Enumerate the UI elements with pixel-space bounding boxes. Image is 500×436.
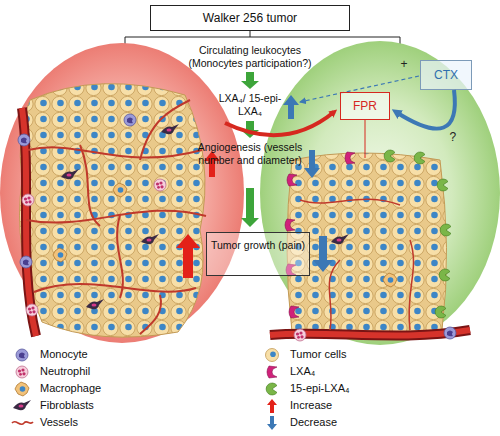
- untreated-tumor-part: [124, 114, 136, 126]
- treated-tumor-part: [294, 329, 306, 341]
- outcome-box: Tumor growth (pain): [206, 232, 310, 276]
- untreated-tumor-part-part: [28, 147, 202, 157]
- untreated-tumor-part-part: [140, 100, 190, 160]
- legend-text: Vessels: [40, 416, 78, 429]
- untreated-tumor-part: [161, 124, 179, 134]
- treated-tumor: [270, 120, 470, 341]
- treated-tumor-part: [285, 219, 295, 231]
- treated-tumor-part: [435, 306, 446, 318]
- legend-text: Increase: [290, 399, 332, 412]
- treated-tumor-part-part: [300, 199, 400, 205]
- untreated-tumor-part: [26, 304, 38, 316]
- increase-region: [0, 43, 244, 343]
- treated-tumor-part: [383, 273, 397, 287]
- treated-tumor-part-part: [409, 240, 414, 330]
- receptor-box: FPR: [340, 92, 390, 120]
- legend-icons-part: [15, 382, 29, 396]
- treated-tumor-part: [300, 199, 414, 330]
- treated-tumor-part: [437, 179, 448, 191]
- decrease-region: [260, 41, 500, 345]
- title-box: Walker 256 tumor: [150, 5, 350, 31]
- untreated-tumor-part-part: [80, 145, 100, 226]
- untreated-tumor-part: [26, 100, 206, 334]
- treated-tumor-part: [444, 327, 456, 339]
- treated-tumor-part-part: [329, 260, 340, 330]
- untreated-tumor-part-part: [140, 295, 161, 334]
- curved-arrow: [396, 90, 455, 129]
- mediator-text: LXA₄/ 15-epi-LXA₄: [212, 92, 288, 118]
- flow-arrows-part: [283, 95, 299, 119]
- legend-text: LXA₄: [290, 365, 315, 378]
- legend-text: Tumor cells: [290, 348, 346, 361]
- legend-icons-part: [12, 422, 33, 425]
- untreated-tumor-part-part: [34, 284, 196, 292]
- untreated-tumor-part: [154, 179, 166, 191]
- legend-icons-part: [267, 399, 277, 413]
- treated-tumor-part: [365, 120, 366, 158]
- legend-icons-part: [16, 366, 28, 378]
- untreated-tumor: [18, 84, 206, 338]
- legend-text: Neutrophil: [40, 365, 90, 378]
- untreated-tumor-part: [113, 183, 127, 197]
- pathway-text: Angiogenesis (vessels number and diamete…: [185, 141, 315, 167]
- treated-tumor-part: [345, 152, 355, 164]
- sign-mark: +: [398, 58, 410, 71]
- treated-tumor-part: [287, 174, 297, 186]
- box-text: Tumor growth (pain): [211, 239, 305, 251]
- untreated-tumor-part: [53, 248, 67, 262]
- untreated-tumor-part: [61, 169, 79, 179]
- treated-tumor-part: [287, 153, 447, 338]
- legend-icons: [12, 349, 279, 431]
- legend-text: Fibroblasts: [40, 399, 94, 412]
- box-text: CTX: [434, 68, 458, 82]
- legend-icons-part: [13, 400, 31, 410]
- legend-icons-part: [267, 366, 277, 378]
- untreated-tumor-part: [20, 84, 206, 338]
- untreated-tumor-part: [141, 234, 159, 244]
- flow-arrows: [176, 72, 419, 278]
- untreated-tumor-part: [18, 134, 30, 146]
- edge-label: ?: [450, 130, 457, 144]
- treated-tumor-part: [331, 234, 349, 244]
- flow-arrows-part: [176, 234, 200, 278]
- drug-box: CTX: [420, 60, 472, 90]
- box-text: FPR: [353, 99, 377, 113]
- legend-text: Macrophage: [40, 382, 101, 395]
- legend-text: Monocyte: [40, 348, 88, 361]
- untreated-tumor-part: [20, 256, 32, 268]
- untreated-tumor-part-part: [117, 215, 123, 298]
- flow-arrows-part: [241, 188, 259, 227]
- flow-arrows-part: [313, 236, 333, 272]
- untreated-tumor-part: [86, 299, 104, 309]
- treated-tumor-part: [289, 306, 299, 318]
- treated-tumor-part: [414, 152, 425, 164]
- legend-text: Decrease: [290, 416, 337, 429]
- legend-icons-part: [266, 349, 279, 362]
- flow-arrows-part: [304, 150, 320, 178]
- treated-tumor-part: [439, 269, 450, 281]
- legend-icons-part: [267, 416, 277, 430]
- untreated-tumor-part-part: [26, 211, 206, 223]
- pathway-text: Circulating leukocytes (Monocytes partic…: [172, 44, 328, 70]
- legend-icons-part: [16, 349, 28, 361]
- treated-tumor-part: [384, 150, 395, 162]
- treated-tumor-part: [440, 224, 451, 236]
- flow-arrows-part: [241, 72, 259, 89]
- legend-icons-part: [266, 383, 277, 395]
- box-text: Walker 256 tumor: [203, 11, 297, 25]
- untreated-tumor-part: [22, 194, 34, 206]
- legend-text: 15-epi-LXA₄: [290, 382, 350, 395]
